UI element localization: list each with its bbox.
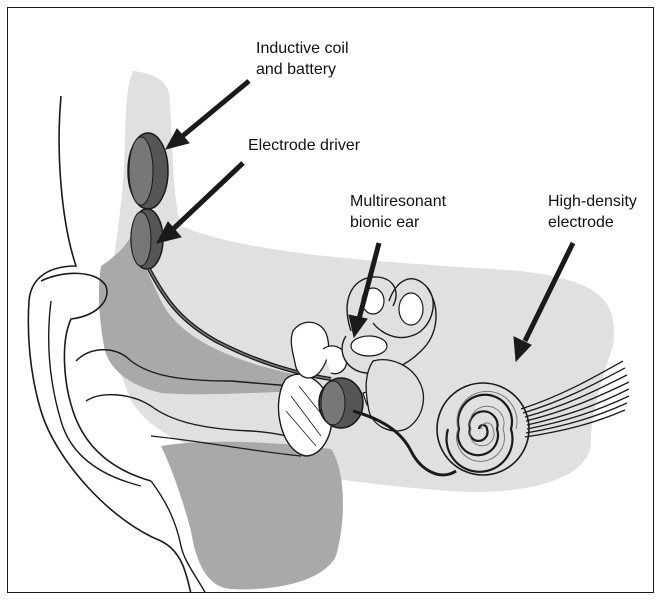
mastoid-region xyxy=(161,442,343,590)
label-bionic-ear-line2: bionic ear xyxy=(350,212,446,233)
label-bionic-ear-line1: Multiresonant xyxy=(350,191,446,212)
label-electrode-driver: Electrode driver xyxy=(248,135,360,156)
canal-hole-3 xyxy=(351,336,387,356)
label-inductive-coil-line2: and battery xyxy=(256,59,349,80)
label-electrode-driver-line1: Electrode driver xyxy=(248,135,360,156)
canal-hole-2 xyxy=(399,293,423,325)
label-inductive-coil: Inductive coil and battery xyxy=(256,38,349,80)
ear-illustration xyxy=(8,8,654,593)
arrow-electrode-driver xyxy=(171,163,243,231)
electrode-driver-face xyxy=(131,212,151,266)
multiresonant-device-face xyxy=(321,381,345,425)
label-inductive-coil-line1: Inductive coil xyxy=(256,38,349,59)
label-bionic-ear: Multiresonant bionic ear xyxy=(350,191,446,233)
inductive-coil-face xyxy=(129,137,153,205)
label-high-density-electrode: High-density electrode xyxy=(548,191,637,233)
arrow-inductive-coil xyxy=(179,81,249,139)
label-high-density-electrode-line2: electrode xyxy=(548,212,637,233)
label-high-density-electrode-line1: High-density xyxy=(548,191,637,212)
diagram-frame: Inductive coil and battery Electrode dri… xyxy=(7,7,654,593)
